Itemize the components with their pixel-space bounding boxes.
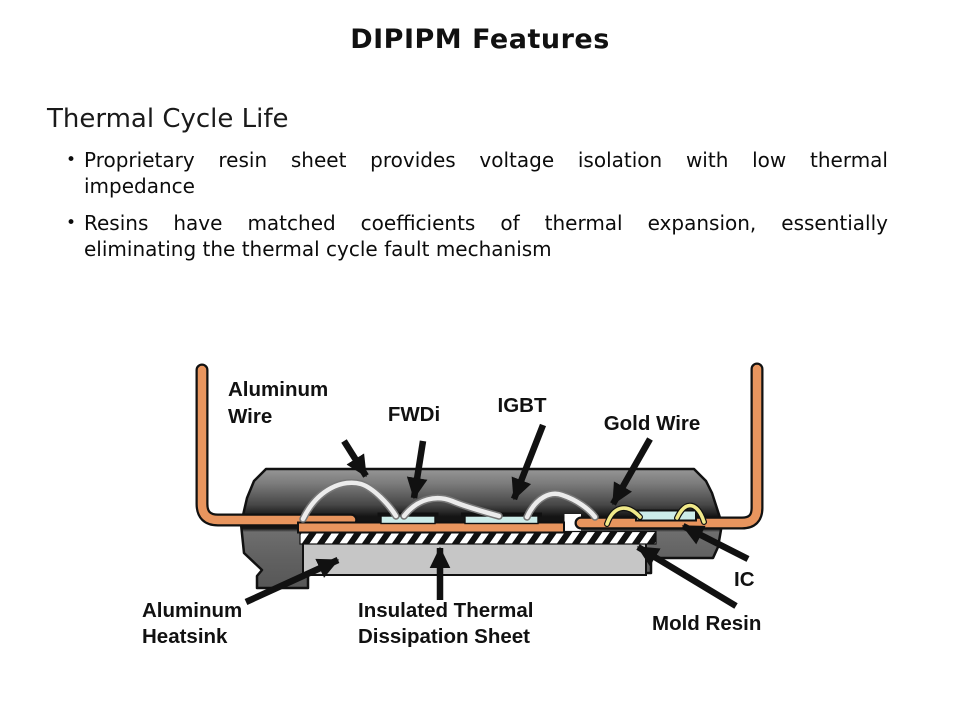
arrow-ic — [681, 523, 750, 562]
bullet-text-line: eliminating the thermal cycle fault mech… — [84, 237, 552, 261]
label-aluminum-heatsink: Heatsink — [142, 625, 228, 648]
label-igbt: IGBT — [498, 394, 547, 417]
label-aluminum-wire: Wire — [228, 405, 272, 428]
label-fwdi: FWDi — [388, 403, 440, 426]
label-insulated-sheet: Insulated Thermal — [358, 599, 533, 622]
aluminum-heatsink — [302, 542, 647, 576]
section-heading: Thermal Cycle Life — [47, 104, 289, 134]
gold-bond-wire — [675, 503, 706, 524]
arrow-fwdi — [406, 440, 428, 500]
label-aluminum-heatsink: Aluminum — [142, 599, 242, 622]
arrow-aluminum-wire — [341, 439, 369, 478]
aluminum-bond-wire — [401, 496, 502, 519]
bullet-text-line: impedance — [84, 174, 195, 198]
bullet-list: Proprietary resin sheet provides voltage… — [66, 147, 888, 273]
aluminum-bond-wires — [299, 479, 599, 523]
ic-chip — [635, 509, 697, 522]
aluminum-bond-wire — [524, 491, 598, 520]
bullet-item: Proprietary resin sheet provides voltage… — [66, 147, 888, 199]
callout-arrows — [244, 423, 750, 609]
bullet-item: Resins have matched coefficients of ther… — [66, 210, 888, 262]
left-copper-lead — [197, 365, 356, 525]
label-gold-wire: Gold Wire — [604, 412, 701, 435]
arrow-gold-wire — [610, 437, 653, 506]
slide-title: DIPIPM Features — [350, 24, 610, 55]
bullet-text-line: Resins have matched coefficients of ther… — [84, 211, 888, 235]
aluminum-bond-wire — [300, 480, 399, 522]
label-insulated-sheet: Dissipation Sheet — [358, 625, 530, 648]
fwdi-chip — [380, 515, 436, 525]
arrow-mold-resin — [636, 544, 738, 609]
right-copper-lead — [576, 364, 762, 528]
gold-bond-wire — [605, 506, 642, 526]
label-mold-resin: Mold Resin — [652, 612, 761, 635]
gold-bond-wires — [604, 502, 707, 527]
arrow-aluminum-heatsink — [244, 557, 340, 605]
label-ic: IC — [734, 568, 755, 591]
label-aluminum-wire: Aluminum — [228, 378, 328, 401]
arrow-igbt — [510, 423, 547, 501]
bullet-text-line: Proprietary resin sheet provides voltage… — [84, 148, 888, 172]
